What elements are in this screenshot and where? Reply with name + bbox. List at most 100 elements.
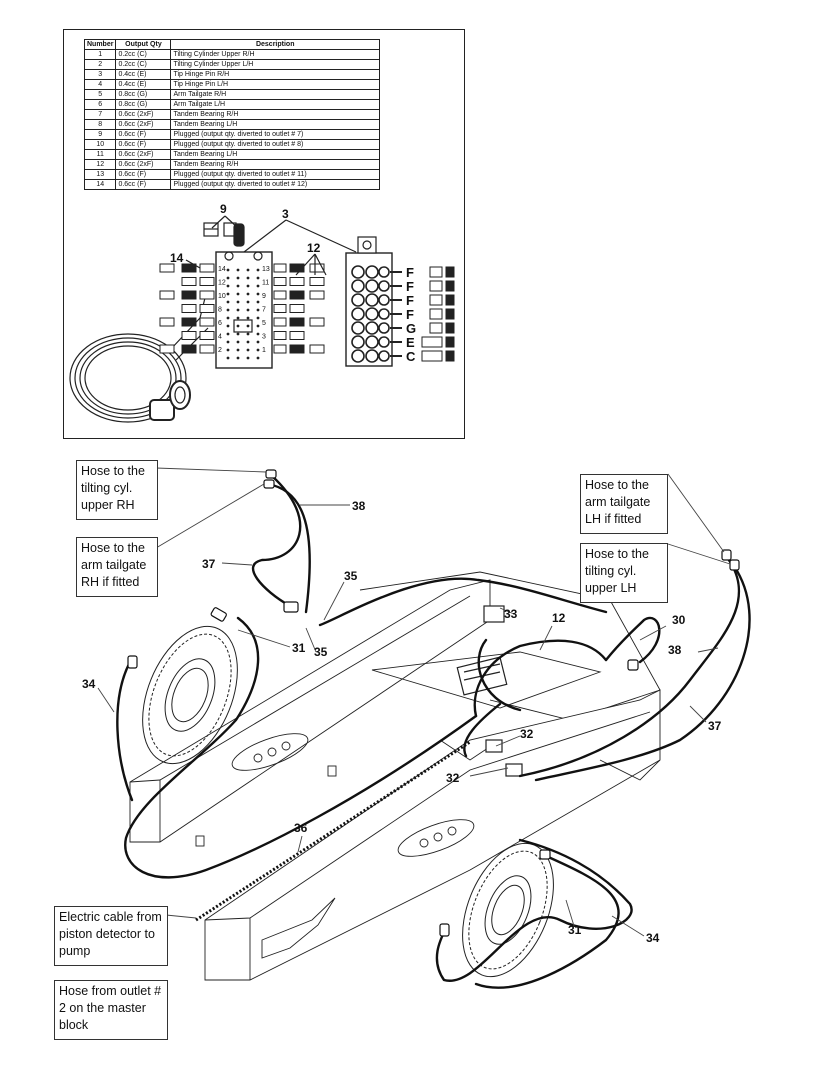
outlet-number-left: 4: [218, 334, 222, 341]
outlet-number-right: 5: [262, 320, 266, 327]
fitting-right: [273, 263, 325, 273]
secondary-block-outlets: [351, 265, 402, 363]
port-letter: F: [406, 279, 414, 294]
trailer-chassis: [129, 571, 661, 981]
outlet-ring: [351, 349, 402, 363]
leader-12: [295, 253, 327, 276]
hose-30: [604, 616, 661, 664]
master-block-icon: [215, 251, 273, 369]
block-dot: [246, 332, 250, 336]
fitting-left: [159, 290, 215, 300]
outlet-number-left: 8: [218, 307, 222, 314]
ref-32-lower: 32: [446, 771, 460, 785]
ref-34-left: 34: [82, 677, 96, 691]
leader-14: [185, 259, 201, 269]
block-dot: [226, 340, 230, 344]
fitting-right: [273, 344, 325, 354]
leader-3: [243, 219, 357, 253]
block-dot: [236, 308, 240, 312]
master-block-dots: [226, 268, 260, 360]
block-dot: [226, 268, 230, 272]
hose-38-left: [266, 482, 311, 614]
outlet-number-left: 14: [218, 266, 226, 273]
outlet-number-left: 6: [218, 320, 222, 327]
fitting-left: [181, 331, 215, 340]
block-dot: [236, 324, 240, 328]
callout-hose-tailgate-rh: Hose to the arm tailgate RH if fitted: [76, 537, 158, 597]
block-dot: [246, 292, 250, 296]
master-block-fittings: [159, 263, 325, 354]
block-dot: [226, 284, 230, 288]
fitting-left: [181, 277, 215, 286]
hose-37-left: [251, 474, 302, 608]
fitting-right: [273, 277, 325, 286]
block-dot: [236, 300, 240, 304]
coiled-cable-icon: [69, 297, 209, 423]
callout-leaders: [97, 467, 731, 937]
block-dot: [246, 308, 250, 312]
outlet-number-left: 2: [218, 347, 222, 354]
outlet-ring: [351, 293, 402, 307]
block-dot: [226, 348, 230, 352]
block-dot: [256, 340, 260, 344]
fitting-left: [181, 304, 215, 313]
ref-37-left: 37: [202, 557, 216, 571]
hose-34-right: [474, 854, 620, 989]
ref-35-bottom: 35: [314, 645, 328, 659]
block-dot: [236, 268, 240, 272]
port-letter: E: [406, 335, 415, 350]
port-letter: F: [406, 307, 414, 322]
block-dot: [256, 292, 260, 296]
ref-35-top: 35: [344, 569, 358, 583]
parts-cell-number: 14: [83, 179, 117, 190]
block-dot: [236, 316, 240, 320]
hose-37-right: [534, 564, 751, 782]
ref-38-left: 38: [352, 499, 366, 513]
callout-hose-tailgate-lh: Hose to the arm tailgate LH if fitted: [580, 474, 668, 534]
block-dot: [246, 300, 250, 304]
ref-12-main: 12: [552, 611, 566, 625]
block-dot: [226, 292, 230, 296]
spare-fitting: [421, 336, 455, 348]
block-dot: [246, 348, 250, 352]
fitting-right: [273, 304, 305, 313]
hose-end-fittings: [127, 469, 740, 937]
block-dot: [226, 332, 230, 336]
ref-12-inset: 12: [307, 241, 321, 255]
hose-main-loop: [473, 639, 608, 718]
ref-34-right: 34: [646, 931, 660, 945]
block-dot: [246, 276, 250, 280]
block-dot: [246, 316, 250, 320]
port-letter: F: [406, 293, 414, 308]
fitting-right: [273, 290, 325, 300]
hose-31-right: [435, 838, 633, 982]
fitting-right: [273, 331, 305, 340]
parts-cell-qty: 0.6cc (F): [115, 179, 172, 190]
block-dot: [246, 268, 250, 272]
ref-9: 9: [220, 202, 227, 216]
block-dot: [246, 284, 250, 288]
block-dot: [236, 348, 240, 352]
cable-connector-icon: [149, 380, 191, 421]
ref-36: 36: [294, 821, 308, 835]
port-letter: G: [406, 321, 416, 336]
outlet-number-right: 9: [262, 293, 266, 300]
block-dot: [226, 324, 230, 328]
block-dot: [256, 356, 260, 360]
block-dot: [246, 340, 250, 344]
plug-fitting-icon: [203, 222, 245, 247]
spare-fitting: [421, 350, 455, 362]
block-dot: [236, 292, 240, 296]
distribution-block-inset: [63, 29, 465, 439]
block-dot: [226, 356, 230, 360]
block-dot: [256, 332, 260, 336]
callout-hose-tilting-lh: Hose to the tilting cyl. upper LH: [580, 543, 668, 603]
parts-cell-desc: Plugged (output qty. diverted to outlet …: [170, 179, 380, 190]
ref-32-upper: 32: [520, 727, 534, 741]
hose-34-left: [116, 660, 134, 802]
spare-fitting: [429, 294, 455, 306]
block-dot: [236, 276, 240, 280]
